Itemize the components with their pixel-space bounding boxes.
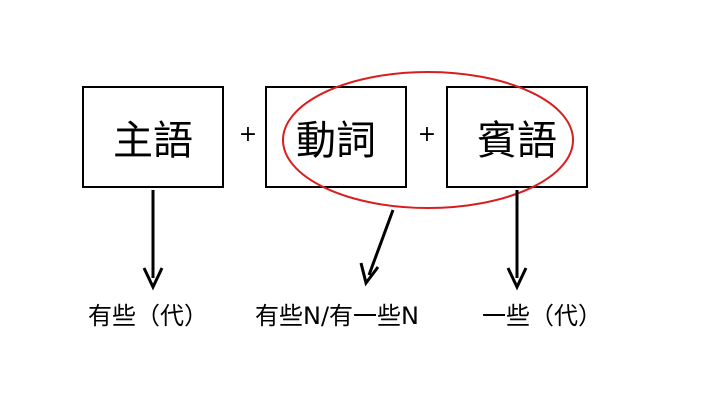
verb-arrow [359,209,395,287]
verb-object-highlight-ellipse [282,71,574,209]
verb-box-text: 動詞 [296,118,376,164]
object-box-text: 賓語 [477,118,557,164]
subject-box-text: 主語 [113,118,193,164]
object-label: 一些（代） [482,302,602,330]
plus-sign-1: + [238,122,258,147]
plus-sign-2: + [417,122,437,147]
subject-label: 有些（代） [88,302,208,330]
subject-box: 主語 [82,86,224,188]
object-arrow [506,190,528,291]
object-box: 賓語 [446,86,588,188]
verb-label: 有些N/有一些N [255,302,419,330]
subject-arrow [142,190,164,291]
